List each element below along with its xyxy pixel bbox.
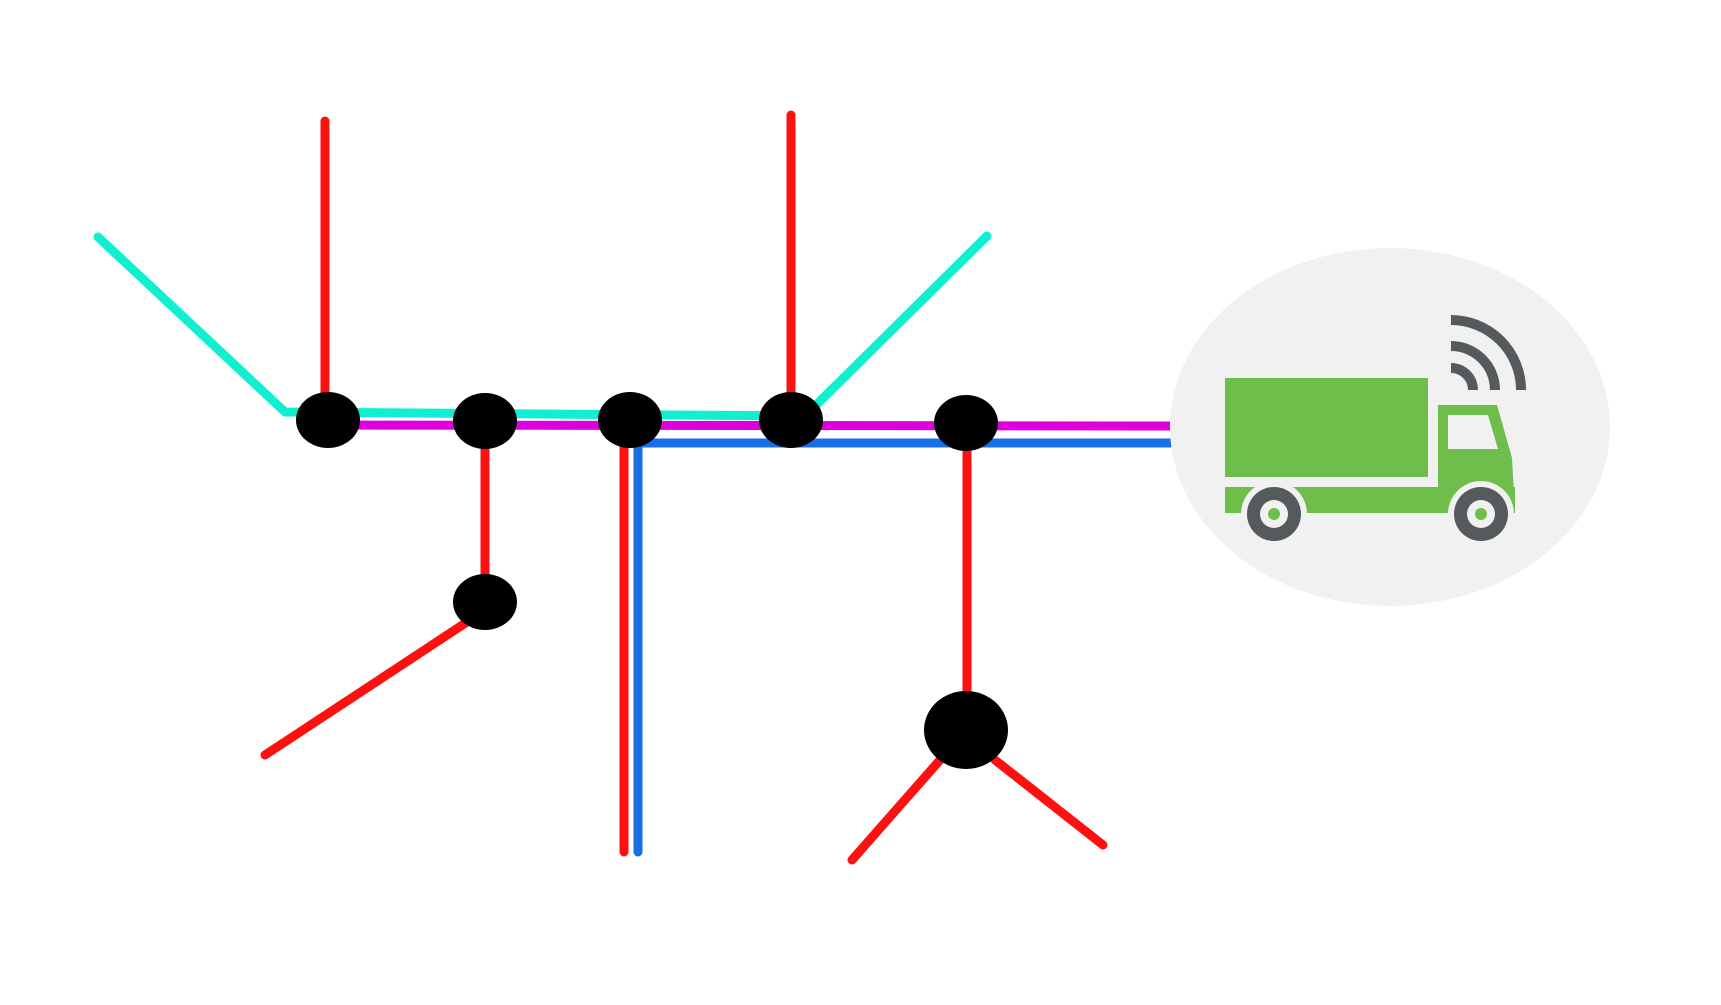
junction-node <box>453 574 517 630</box>
red-branch-line <box>260 615 475 760</box>
wireless-signal-icon <box>1450 315 1526 391</box>
junction-node <box>598 392 662 448</box>
junction-node-group <box>296 392 1008 769</box>
junction-node <box>759 392 823 448</box>
junction-node <box>934 395 998 451</box>
red-branch-line <box>990 755 1108 850</box>
delivery-truck-icon <box>1225 378 1515 547</box>
red-branch-group <box>260 110 1108 865</box>
cyan-route-line <box>93 231 992 421</box>
red-branch-line <box>847 755 945 865</box>
junction-node <box>924 691 1008 769</box>
blue-route-line <box>633 438 1175 857</box>
junction-node <box>296 392 360 448</box>
junction-node <box>453 393 517 449</box>
vehicle-badge <box>1170 248 1610 606</box>
